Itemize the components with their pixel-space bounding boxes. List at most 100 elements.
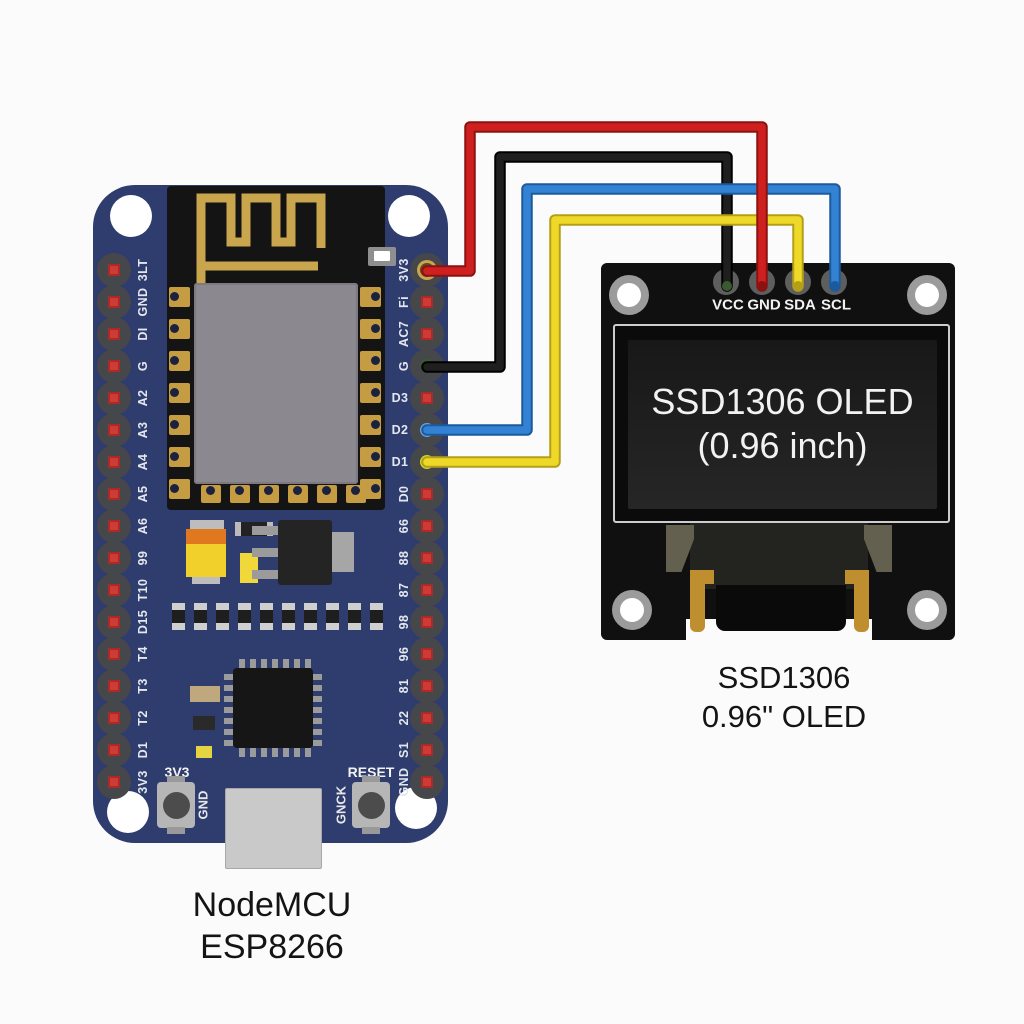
chip-leg	[294, 748, 300, 757]
pin-right	[410, 285, 444, 319]
pin-label-left: T10	[136, 578, 150, 602]
pin-label-right: 88	[397, 550, 411, 566]
castellated-pad	[169, 383, 190, 403]
pin-label-left: T4	[136, 646, 150, 662]
pin-left	[97, 733, 131, 767]
pin-left	[97, 253, 131, 287]
chip-leg	[224, 674, 233, 680]
castellated-pad	[169, 319, 190, 339]
display-screen: SSD1306 OLED (0.96 inch)	[628, 340, 937, 509]
pin-label-left: G	[136, 360, 150, 372]
pin-label-left: A6	[136, 517, 150, 535]
castellated-pad	[346, 485, 366, 503]
chip-leg	[239, 659, 245, 668]
pin-right	[410, 509, 444, 543]
castellated-pad	[360, 287, 381, 307]
chip-leg	[305, 659, 311, 668]
nodemcu-caption-line1: NodeMCU	[192, 886, 352, 924]
pin-label-right: AC7	[397, 320, 411, 348]
chip-leg	[250, 659, 256, 668]
pin-left	[97, 605, 131, 639]
pin-right	[410, 477, 444, 511]
flex-gold-bracket	[690, 570, 705, 632]
regulator-tab	[332, 532, 354, 572]
oled-pin-label: SCL	[821, 296, 851, 314]
chip-leg	[313, 707, 322, 713]
oled-pin-label: SDA	[784, 296, 816, 314]
chip-leg	[224, 685, 233, 691]
reset-button-side-label: GNCK	[333, 785, 349, 825]
wifi-antenna-icon	[196, 193, 326, 302]
nodemcu-caption-line2: ESP8266	[200, 928, 344, 966]
pin-right	[410, 573, 444, 607]
pin-label-right: D1	[391, 455, 409, 469]
reset-button-label: RESET	[347, 764, 395, 780]
castellated-pad	[169, 447, 190, 467]
smd-component	[196, 746, 212, 758]
castellated-pad	[288, 485, 308, 503]
pin-label-left: T2	[136, 710, 150, 726]
pin-right	[410, 765, 444, 799]
chip-leg	[313, 718, 322, 724]
pin-left	[97, 445, 131, 479]
pin-left	[97, 317, 131, 351]
flash-button-cap	[163, 792, 190, 819]
castellated-pad	[360, 415, 381, 435]
pin-right	[410, 733, 444, 767]
led-indicator-glow	[374, 251, 390, 261]
pin-label-left: T3	[136, 678, 150, 694]
usb-connector	[225, 788, 322, 869]
pin-left	[97, 381, 131, 415]
smd-resistor	[370, 603, 383, 630]
flash-button-side-label: GND	[195, 790, 211, 820]
smd-resistor	[216, 603, 229, 630]
chip-leg	[294, 659, 300, 668]
smd-component	[190, 686, 220, 702]
button-tab	[362, 827, 380, 834]
capacitor	[190, 520, 224, 529]
pin-left	[97, 669, 131, 703]
pin-left	[97, 285, 131, 319]
chip-leg	[224, 718, 233, 724]
chip-leg	[224, 729, 233, 735]
smd-resistor	[172, 603, 185, 630]
oled-pin-label: GND	[747, 296, 781, 314]
chip-leg	[239, 748, 245, 757]
pin-label-right: D0	[397, 485, 411, 503]
flex-flange	[864, 525, 892, 572]
castellated-pad	[360, 383, 381, 403]
voltage-regulator	[278, 520, 332, 585]
chip-leg	[272, 748, 278, 757]
chip-leg	[261, 659, 267, 668]
smd-resistor	[238, 603, 251, 630]
pin-label-left: D15	[136, 609, 150, 635]
pin-label-left: 3V3	[136, 770, 150, 794]
castellated-pad	[169, 351, 190, 371]
screen-text-line2: (0.96 inch)	[697, 425, 868, 466]
pin-right	[410, 637, 444, 671]
pin-label-left: DI	[136, 327, 150, 341]
pin-right	[410, 605, 444, 639]
chip-leg	[224, 740, 233, 746]
castellated-pad	[360, 351, 381, 371]
pin-label-right: D2	[391, 423, 409, 437]
mounting-hole	[907, 275, 947, 315]
regulator-leg	[252, 526, 278, 535]
chip-leg	[313, 674, 322, 680]
chip-leg	[313, 740, 322, 746]
pin-label-right: Fi	[397, 296, 411, 308]
screen-text-line1: SSD1306 OLED	[651, 381, 914, 422]
chip-leg	[224, 696, 233, 702]
oled-pin-hole	[821, 269, 847, 295]
pin-right	[410, 253, 444, 287]
button-tab	[362, 776, 380, 783]
flex-connector-area	[690, 523, 868, 589]
pin-right	[410, 701, 444, 735]
oled-caption: SSD1306 0.96" OLED	[634, 658, 934, 736]
castellated-pad	[360, 319, 381, 339]
capacitor	[186, 529, 226, 544]
chip-leg	[224, 707, 233, 713]
